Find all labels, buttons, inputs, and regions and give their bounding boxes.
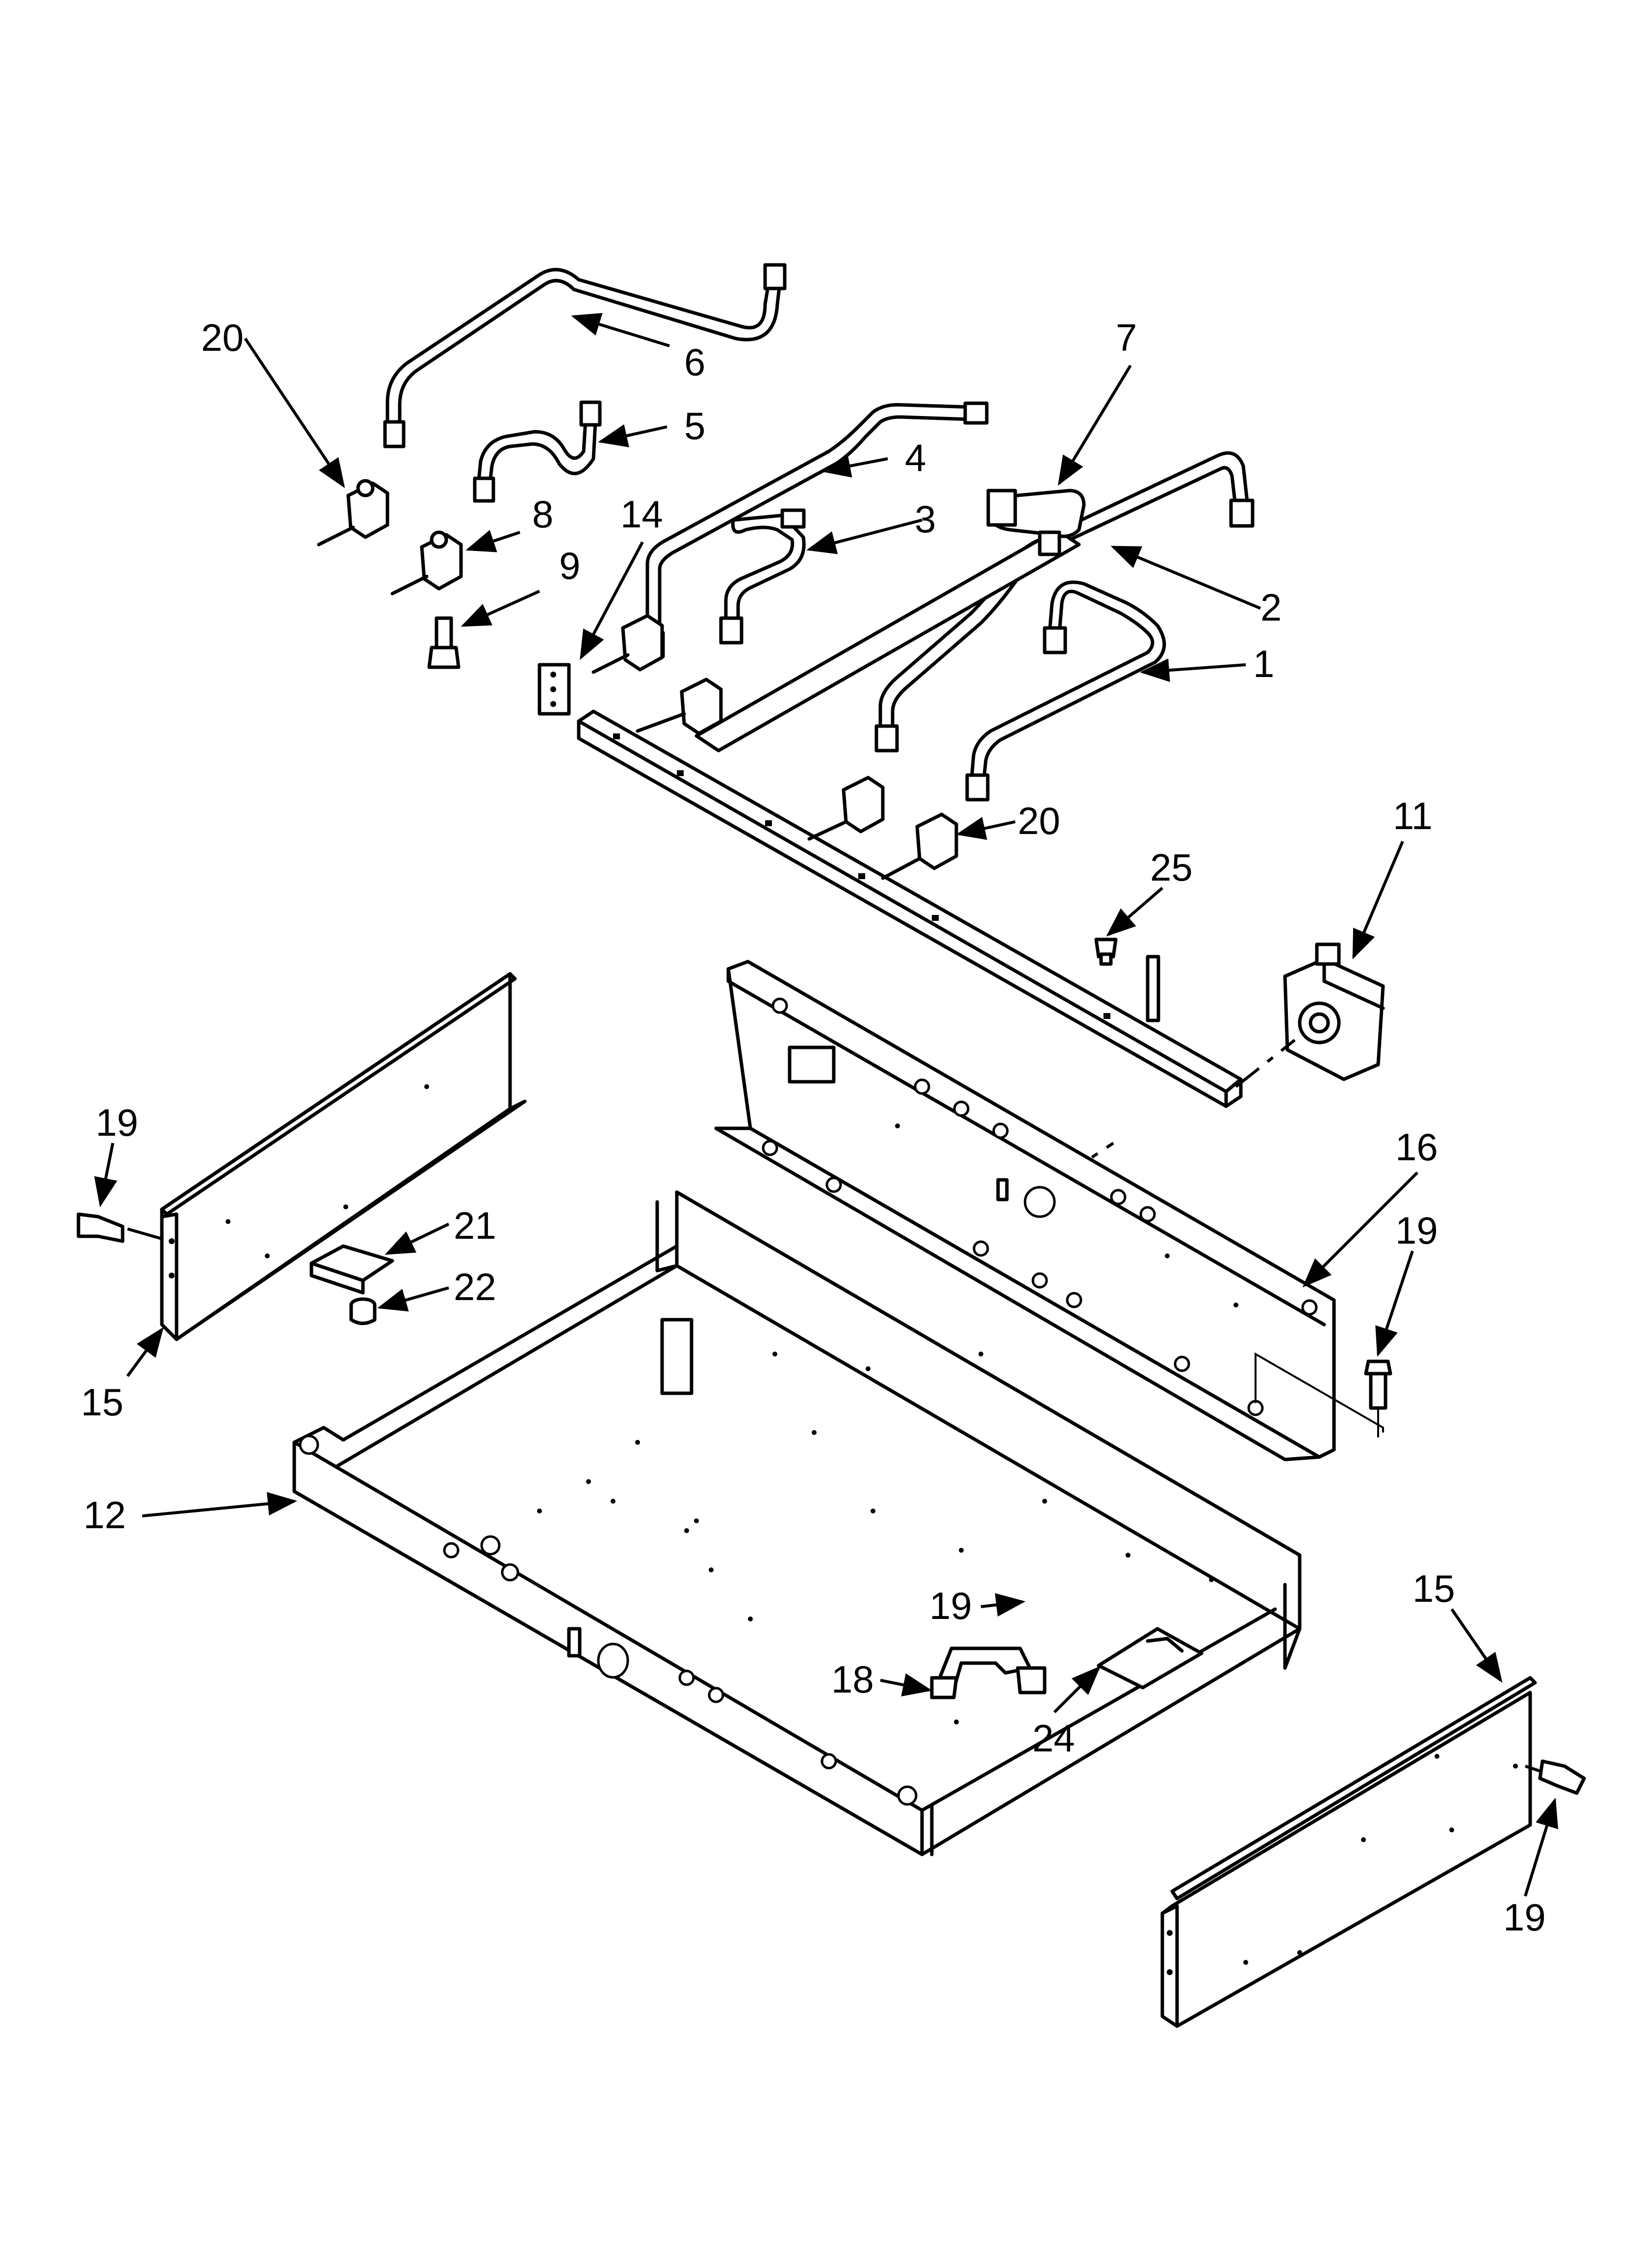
plate-24 bbox=[1097, 1627, 1204, 1690]
side-panel-15-left bbox=[160, 972, 527, 1341]
callout-19-right: 19 bbox=[1395, 1209, 1438, 1252]
leader-lines bbox=[94, 313, 1559, 1897]
bumper-22 bbox=[349, 1297, 377, 1325]
grommet-25 bbox=[1094, 938, 1118, 966]
callout-20-mid: 20 bbox=[1018, 799, 1060, 842]
screw-19d bbox=[1538, 1759, 1586, 1795]
callout-19-left: 19 bbox=[96, 1101, 138, 1144]
callout-18: 18 bbox=[831, 1658, 874, 1701]
callout-25: 25 bbox=[1150, 846, 1193, 889]
gas-tube-6 bbox=[383, 263, 787, 448]
burner-valve-8 bbox=[390, 530, 463, 596]
gas-tube-5 bbox=[473, 400, 602, 503]
base-pan-12 bbox=[292, 1190, 1302, 1856]
callout-22: 22 bbox=[454, 1265, 496, 1308]
callout-7: 7 bbox=[1116, 316, 1137, 359]
plate-14 bbox=[538, 663, 571, 716]
callout-3: 3 bbox=[915, 497, 936, 541]
burner-valve-20b bbox=[881, 812, 958, 880]
callout-1: 1 bbox=[1253, 642, 1274, 685]
burner-valve-20a bbox=[317, 479, 389, 547]
callout-14: 14 bbox=[620, 493, 663, 536]
callout-6: 6 bbox=[684, 340, 705, 384]
burner-valve-d bbox=[636, 678, 723, 735]
manifold-panel-16 bbox=[714, 960, 1384, 1461]
bracket-18 bbox=[930, 1646, 1047, 1699]
callout-20-top: 20 bbox=[201, 316, 244, 359]
callout-5: 5 bbox=[684, 404, 705, 447]
side-panel-15-right bbox=[1160, 1676, 1537, 2028]
callout-12: 12 bbox=[83, 1493, 126, 1537]
manifold-pipe-7 bbox=[694, 489, 1086, 753]
callout-16: 16 bbox=[1395, 1125, 1438, 1169]
callout-21: 21 bbox=[454, 1204, 496, 1247]
burner-rail bbox=[577, 709, 1243, 1108]
callout-labels: 1 2 3 4 5 6 7 8 9 11 12 14 15 15 16 18 1… bbox=[81, 316, 1546, 1939]
gas-tube-3 bbox=[719, 508, 806, 645]
callout-9: 9 bbox=[559, 544, 580, 587]
callout-2: 2 bbox=[1260, 586, 1282, 629]
callout-24: 24 bbox=[1032, 1717, 1075, 1760]
callout-11: 11 bbox=[1393, 794, 1433, 837]
bracket-21 bbox=[309, 1244, 394, 1295]
callout-4: 4 bbox=[905, 436, 926, 479]
callout-19-bottom: 19 bbox=[1503, 1896, 1546, 1939]
callout-15-right: 15 bbox=[1412, 1567, 1455, 1610]
burner-valve-c bbox=[591, 614, 664, 674]
screw-19b bbox=[1364, 1359, 1392, 1410]
callout-8: 8 bbox=[532, 493, 553, 536]
gas-tube-1 bbox=[965, 580, 1166, 802]
callout-19-center: 19 bbox=[929, 1584, 972, 1627]
regulator-11 bbox=[1283, 942, 1385, 1081]
screw-9 bbox=[427, 616, 461, 669]
alignment-line-a bbox=[1235, 1039, 1296, 1088]
callout-15-left: 15 bbox=[81, 1381, 124, 1424]
screw-19a bbox=[77, 1212, 125, 1243]
burner-valve-e bbox=[807, 776, 885, 841]
